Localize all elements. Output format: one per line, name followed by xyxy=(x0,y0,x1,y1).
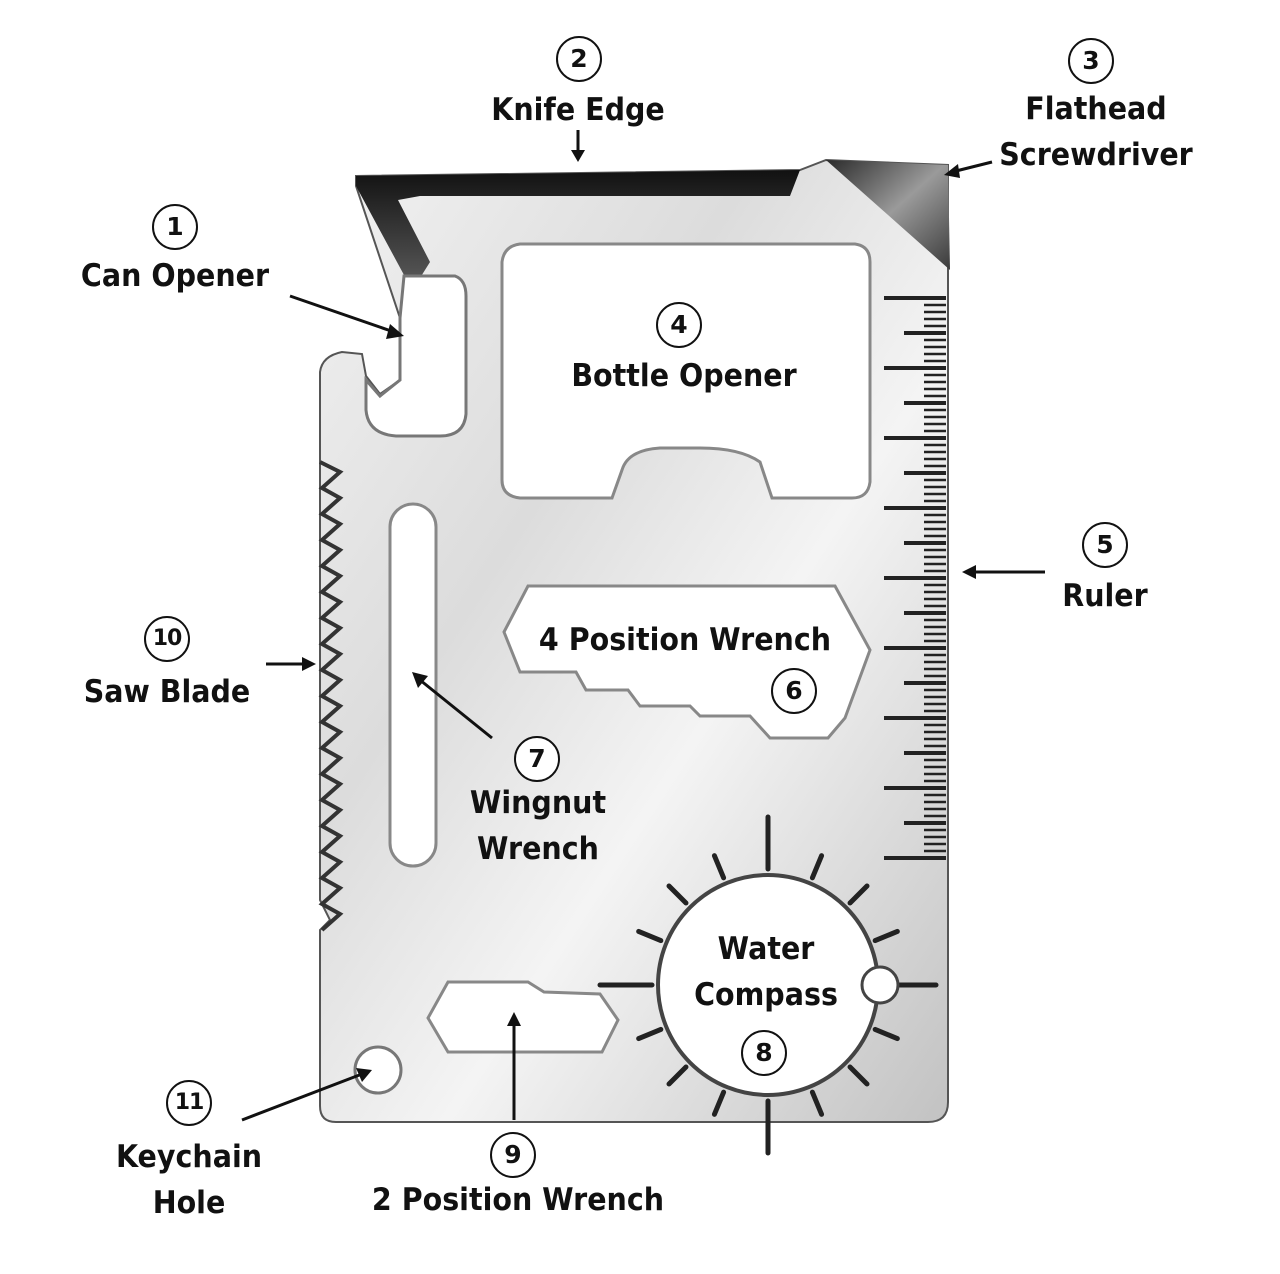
arrow-can-opener xyxy=(289,294,395,334)
arrowhead-ruler xyxy=(962,565,976,579)
callout-number-8: 8 xyxy=(741,1030,787,1076)
label-four-position-wrench: 4 Position Wrench xyxy=(538,622,832,658)
callout-number-5: 5 xyxy=(1082,522,1128,568)
arrowhead-screwdriver xyxy=(944,164,960,178)
saw-blade-teeth xyxy=(318,460,344,932)
wingnut-wrench-slot xyxy=(388,502,438,868)
arrowhead-knife-edge xyxy=(571,150,585,162)
arrowhead-wingnut xyxy=(412,672,428,688)
compass-ray xyxy=(666,1064,689,1087)
callout-number-6: 6 xyxy=(771,668,817,714)
screwdriver-bevel xyxy=(826,160,950,270)
compass-ray xyxy=(711,853,727,881)
label-two-position-wrench: 2 Position Wrench xyxy=(371,1182,665,1218)
label-wingnut-wrench: Wingnut Wrench xyxy=(469,785,607,867)
compass-ray xyxy=(809,1089,825,1117)
arrowhead-two-position xyxy=(507,1012,521,1026)
callout-number-2: 2 xyxy=(556,36,602,82)
label-flathead-screwdriver: Flathead Screwdriver xyxy=(999,91,1193,173)
compass-ray xyxy=(666,883,689,906)
compass-ray xyxy=(636,928,664,944)
label-keychain-hole: Keychain Hole xyxy=(115,1139,263,1221)
arrowhead-saw-blade xyxy=(302,657,316,671)
compass-notch xyxy=(860,965,900,1005)
compass-ray xyxy=(872,1026,900,1042)
arrowhead-can-opener xyxy=(386,324,404,339)
two-position-wrench-cutout xyxy=(426,980,620,1054)
arrowhead-keychain xyxy=(356,1068,372,1082)
label-bottle-opener: Bottle Opener xyxy=(571,358,797,394)
compass-ray xyxy=(872,928,900,944)
label-knife-edge: Knife Edge xyxy=(491,92,665,128)
arrow-wingnut xyxy=(419,678,493,740)
label-saw-blade: Saw Blade xyxy=(83,674,251,710)
compass-rays xyxy=(597,814,939,1156)
knife-edge-bevel xyxy=(356,170,800,278)
callout-number-4: 4 xyxy=(656,302,702,348)
callout-arrows xyxy=(241,130,1045,1122)
keychain-hole xyxy=(353,1045,403,1095)
ruler-ticks xyxy=(884,296,946,860)
callout-number-3: 3 xyxy=(1068,38,1114,84)
saw-tooth-edge xyxy=(318,460,344,932)
callout-number-10: 10 xyxy=(144,616,190,662)
compass-ray xyxy=(711,1089,727,1117)
callout-number-1: 1 xyxy=(152,204,198,250)
can-opener-slot xyxy=(364,274,468,438)
label-ruler: Ruler xyxy=(1062,578,1148,614)
label-can-opener: Can Opener xyxy=(80,258,270,294)
compass-ray xyxy=(636,1026,664,1042)
compass-ray xyxy=(847,1064,870,1087)
callout-number-9: 9 xyxy=(490,1132,536,1178)
compass-ray xyxy=(847,883,870,906)
label-water-compass: Water Compass xyxy=(694,931,838,1013)
compass-ray xyxy=(809,853,825,881)
bottle-opener-cutout xyxy=(500,242,872,500)
arrow-keychain xyxy=(241,1072,363,1122)
callout-number-11: 11 xyxy=(166,1080,212,1126)
callout-number-7: 7 xyxy=(514,736,560,782)
